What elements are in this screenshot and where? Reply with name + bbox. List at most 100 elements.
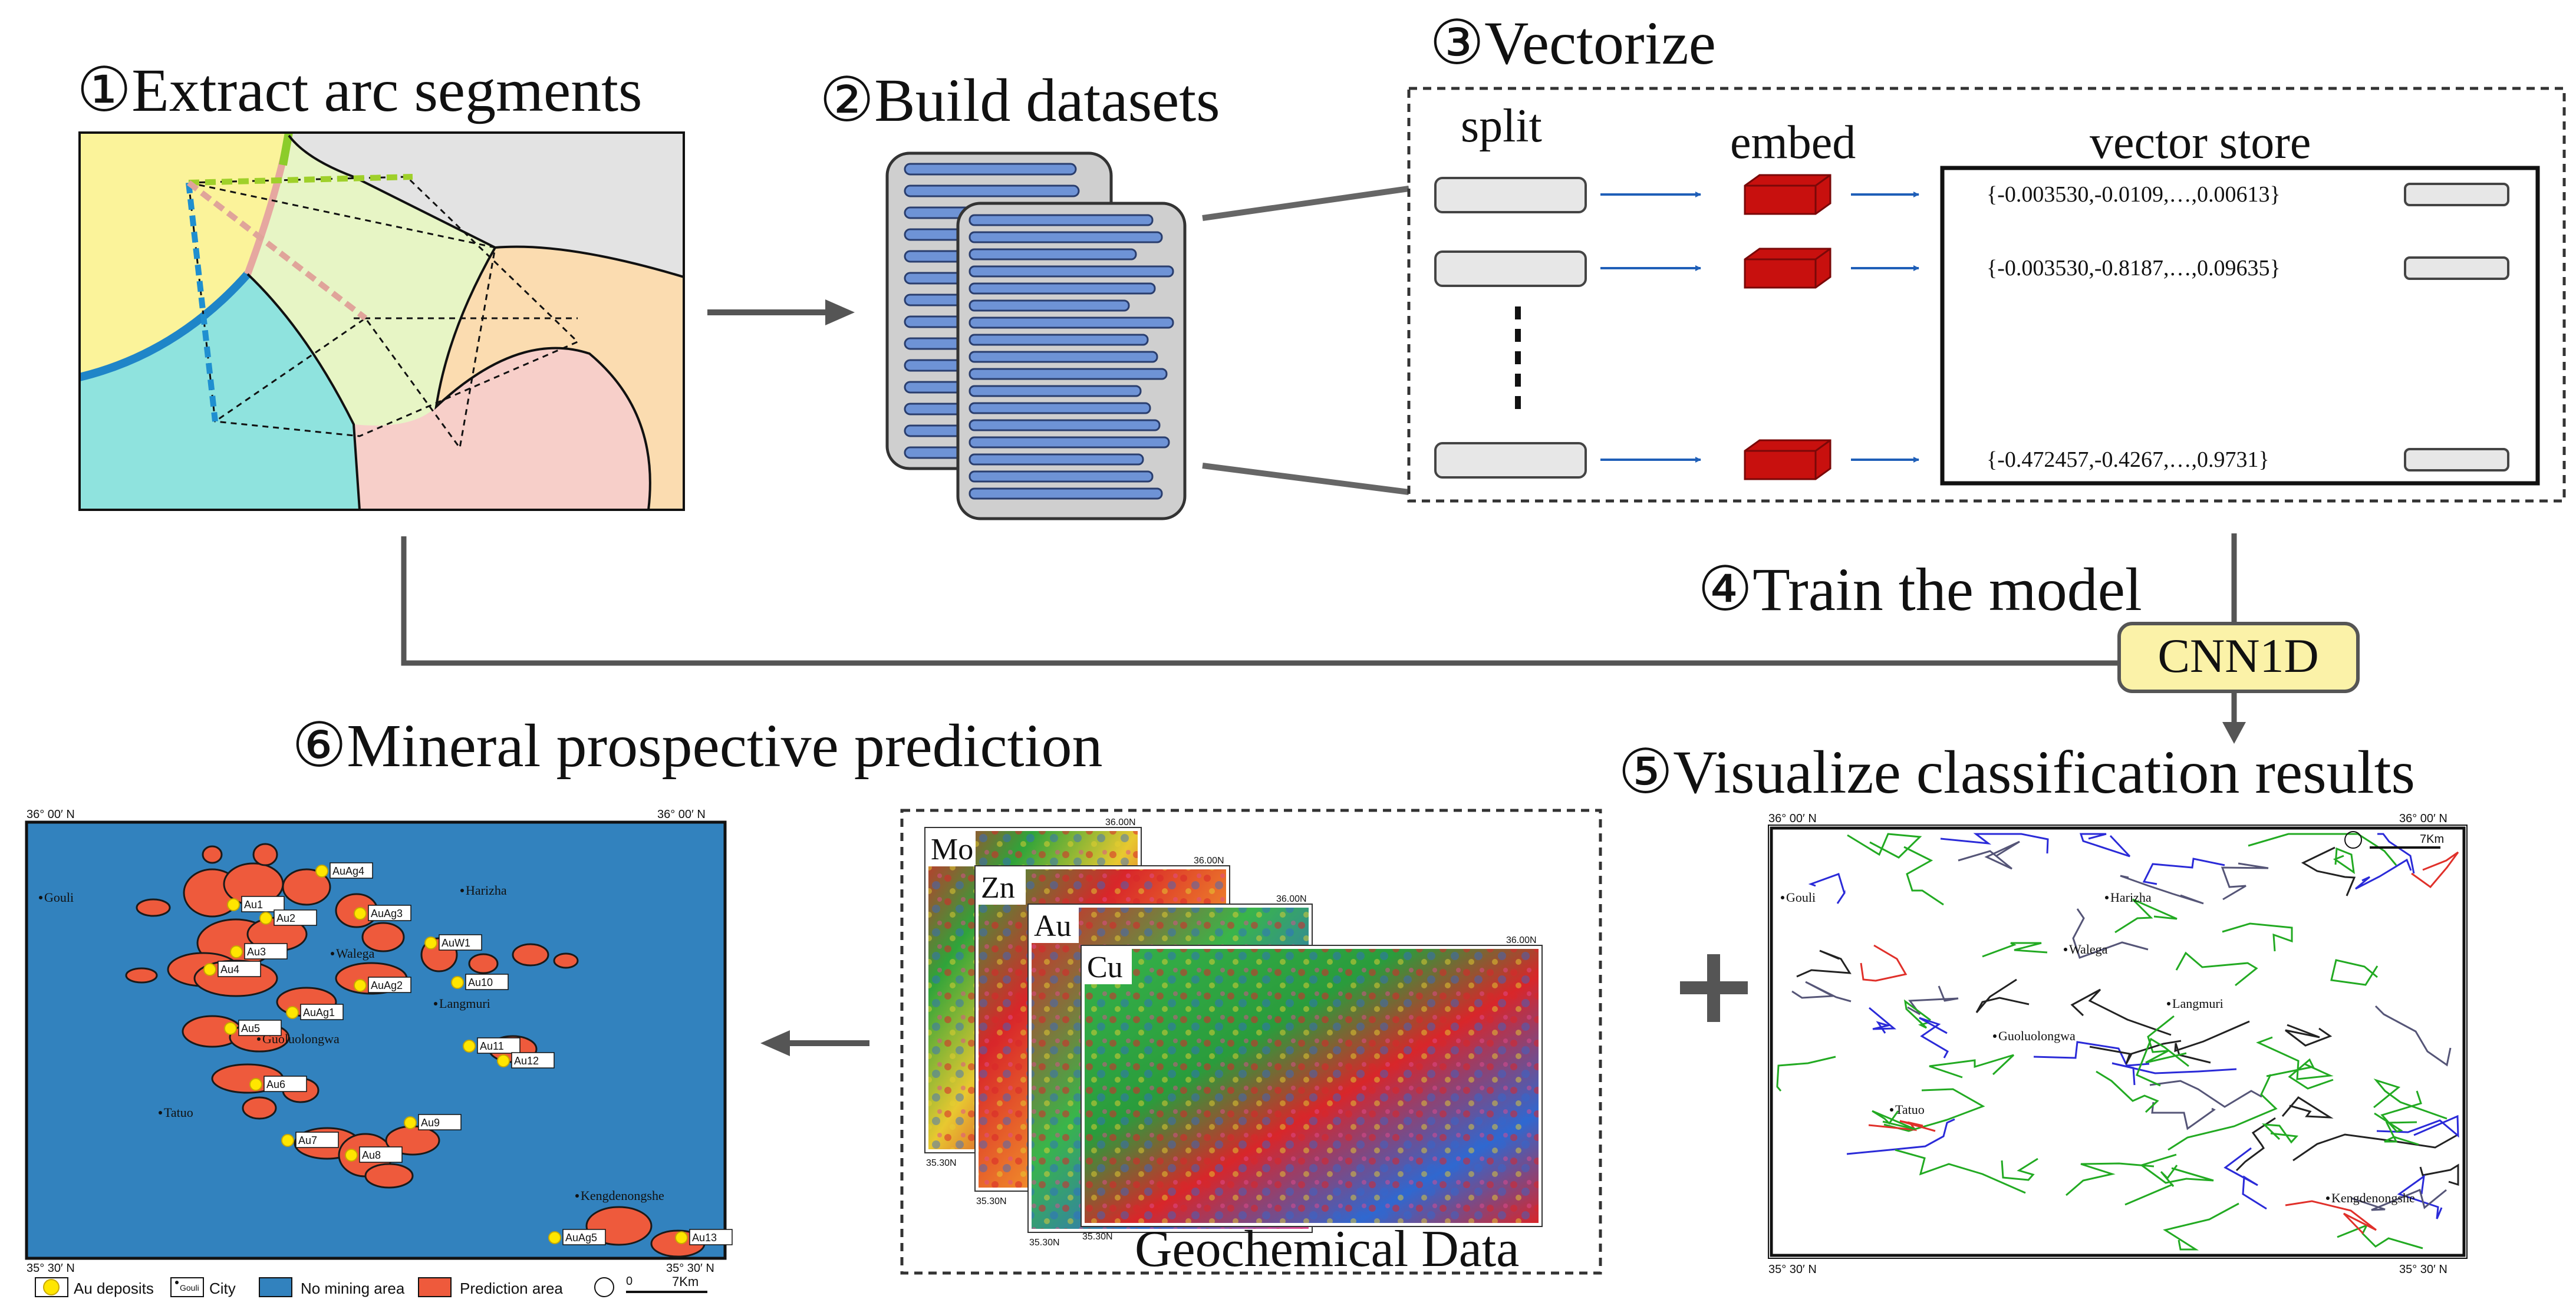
legend-no-mining: No mining area: [301, 1280, 405, 1297]
legend-deposits: Au deposits: [74, 1280, 154, 1297]
classmap-corner-tr: 36° 00′ N: [2399, 812, 2447, 825]
classified-arc: [2374, 1005, 2452, 1067]
classified-arc: [2222, 922, 2293, 952]
deposit-label: Au7: [298, 1135, 317, 1146]
dataset-record: [969, 385, 1142, 397]
classified-arc: [1929, 1054, 2015, 1079]
plus-sign: [1680, 954, 1748, 1022]
split-label: split: [1461, 100, 1542, 152]
classified-arc: [2079, 833, 2131, 858]
step6-title: ⑥Mineral prospective prediction: [292, 712, 1102, 780]
deposit-label: Au4: [220, 964, 239, 975]
dataset-record: [969, 453, 1144, 466]
geochem-element-label: Mo: [931, 833, 973, 866]
classified-arc: [2114, 898, 2178, 934]
prediction-legend: Au deposits Gouli City No mining area Pr…: [35, 1274, 707, 1297]
au-deposit-icon: [424, 937, 437, 949]
classified-arc: [2373, 1079, 2447, 1120]
classified-arc: [1919, 1017, 1949, 1059]
classified-arc: [2285, 1024, 2333, 1047]
step2-title: ②Build datasets: [819, 67, 1220, 134]
deposit-label: AuAg2: [371, 980, 403, 991]
prediction-area: [282, 868, 331, 906]
au-deposit-icon: [315, 865, 328, 878]
dataset-record: [969, 470, 1154, 483]
cnn1d-model-box: [2117, 622, 2360, 693]
predmap-corner-bl: 35° 30′ N: [27, 1262, 75, 1275]
geochem-tick-bottom: 35.30N: [926, 1158, 957, 1168]
legend-scale-zero: 0: [626, 1275, 633, 1288]
classified-arc: [2384, 1121, 2419, 1146]
classified-arc: [2235, 1117, 2276, 1172]
classmap-place: Gouli: [1786, 890, 1816, 905]
geochem-tick-top: 36.00N: [1506, 935, 1537, 945]
deposit-label: Au8: [362, 1149, 381, 1161]
au-deposit-icon: [203, 963, 216, 976]
classified-arc: [2221, 862, 2269, 901]
classified-arc: [2174, 1020, 2250, 1064]
classified-arc: [1868, 1120, 1936, 1132]
classified-arc: [2351, 1188, 2447, 1211]
dataset-record: [969, 214, 1154, 226]
prediction-area: [202, 845, 223, 864]
deposit-label: Au9: [421, 1117, 440, 1129]
classified-arc: [2151, 1102, 2216, 1130]
classified-arc: [2145, 1015, 2187, 1064]
deposit-label: Au11: [480, 1040, 504, 1052]
deposit-label: AuAg1: [303, 1007, 335, 1018]
classified-arc: [1940, 833, 2049, 854]
au-deposit-icon: [354, 907, 367, 920]
au-deposit-icon: [548, 1231, 561, 1244]
dataset-record: [969, 368, 1168, 380]
classified-arc: [1796, 949, 1852, 978]
classified-arc: [2142, 858, 2225, 885]
embedding-block-icon: [1744, 174, 1831, 215]
dataset-record: [969, 487, 1163, 500]
predmap-corner-br: 35° 30′ N: [666, 1262, 714, 1275]
step5-title: ⑤Visualize classification results: [1618, 738, 2415, 806]
dataset-record: [969, 419, 1161, 431]
au-deposit-icon: [224, 1022, 237, 1035]
deposit-label: Au6: [266, 1079, 285, 1090]
classified-arc: [2397, 1174, 2443, 1219]
classified-arc: [1872, 1110, 1916, 1130]
arc-data-to-model-line: [401, 536, 2119, 666]
dataset-record: [969, 282, 1156, 295]
classified-arc: [2292, 1133, 2459, 1162]
classmap-scale-label: 7Km: [2420, 833, 2444, 846]
dataset-record: [969, 334, 1149, 346]
classified-arc: [2072, 908, 2149, 959]
au-deposit-icon: [451, 976, 464, 989]
arc-segment-map: [78, 131, 685, 511]
dataset-record: [969, 436, 1170, 449]
text-chunk: [1434, 442, 1587, 479]
predmap-place: Tatuo: [164, 1105, 193, 1120]
au-deposit-icon: [675, 1231, 688, 1244]
embed-label: embed: [1730, 117, 1856, 169]
classified-arc: [2248, 833, 2397, 866]
legend-deposit-icon: [43, 1279, 60, 1295]
geochem-tick-top: 36.00N: [1194, 856, 1224, 866]
au-deposit-icon: [497, 1054, 510, 1067]
au-deposit-icon: [354, 979, 367, 992]
deposit-label: Au3: [247, 946, 266, 958]
geochem-element-label: Au: [1034, 909, 1072, 943]
classified-arc: [1860, 944, 1908, 982]
classified-arc: [1846, 1118, 1955, 1155]
embedding-block-icon: [1744, 439, 1831, 480]
classified-arc: [2261, 1123, 2299, 1144]
step3-title: ③Vectorize: [1429, 9, 1716, 77]
predmap-place: Harizha: [466, 883, 507, 898]
geochem-tick-bottom: 35.30N: [976, 1196, 1007, 1206]
dataset-record: [969, 402, 1151, 414]
classified-arc: [1907, 985, 1959, 1015]
predmap-corner-tr: 36° 00′ N: [657, 808, 706, 821]
classification-map: 36° 00′ N 35° 30′ N 36° 00′ N 35° 30′ N …: [1768, 812, 2468, 1276]
classified-arc: [2089, 1040, 2182, 1064]
deposit-label: Au10: [468, 977, 493, 988]
classified-arc: [2333, 847, 2355, 875]
classified-arc: [2355, 858, 2412, 890]
classified-arc: [2301, 846, 2356, 896]
classified-arc: [2419, 1163, 2459, 1186]
connector-top: [1202, 186, 1409, 221]
